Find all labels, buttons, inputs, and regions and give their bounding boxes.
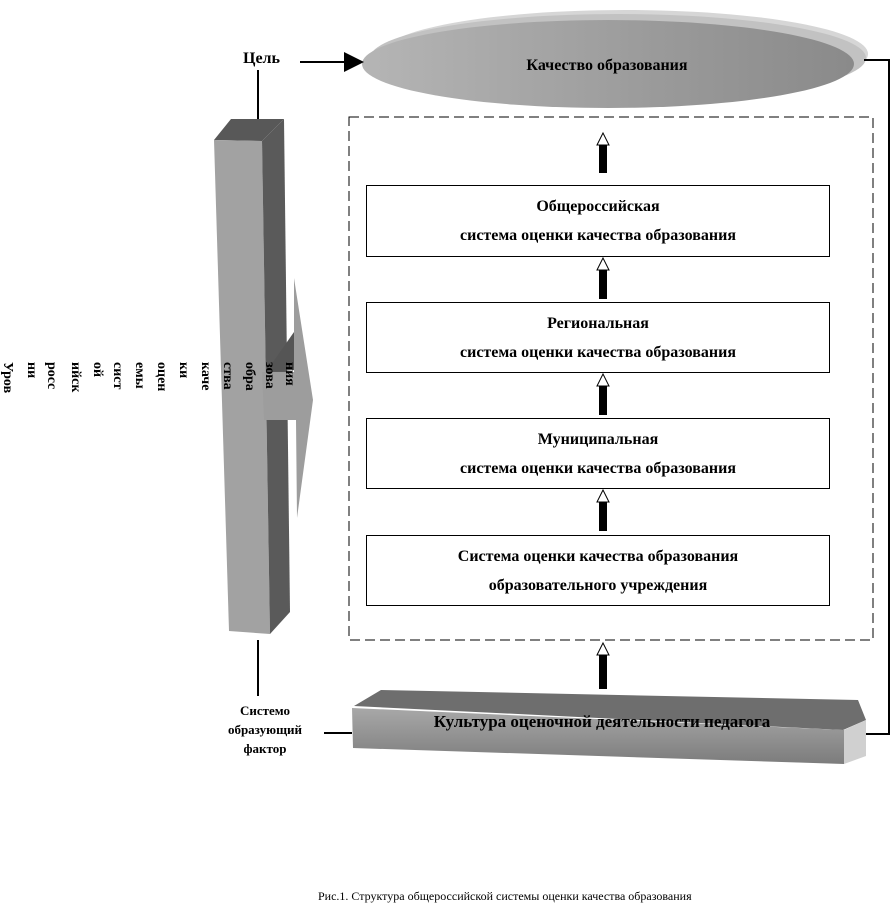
level-title: Муниципальная (537, 430, 659, 448)
figure-caption: Рис.1. Структура общероссийской системы … (318, 889, 692, 903)
feedback-loop-line (864, 59, 890, 735)
levels-frame (348, 116, 874, 641)
level-box-regional: Региональная система оценки качества обр… (366, 302, 830, 373)
level-box-federal: Общероссийская система оценки качества о… (366, 185, 830, 257)
culture-label: Культура оценочной деятельности педагога (433, 712, 771, 731)
up-arrow (596, 131, 610, 173)
level-subtitle: система оценки качества образования (460, 227, 736, 244)
upward-arrows (596, 131, 610, 689)
level-box-institution: Система оценки качества образования обра… (366, 535, 830, 606)
level-title: Региональная (547, 314, 649, 332)
goal-label: Цель (243, 50, 280, 67)
level-title: Общероссийская (536, 198, 660, 215)
level-title: Система оценки качества образования (457, 547, 739, 565)
level-subtitle: образовательного учреждения (488, 576, 708, 594)
quality-ellipse (362, 10, 868, 108)
culture-bar (352, 690, 866, 764)
up-arrow (596, 372, 610, 415)
system-factor-label: Системо образующий фактор (227, 703, 303, 756)
up-arrow (596, 488, 610, 531)
level-subtitle: система оценки качества образования (460, 343, 736, 361)
quality-label: Качество образования (526, 57, 688, 74)
up-arrow (596, 256, 610, 299)
level-subtitle: система оценки качества образования (460, 459, 736, 477)
levels-right-arrow (262, 278, 313, 518)
up-arrow (596, 641, 610, 689)
level-box-municipal: Муниципальная система оценки качества об… (366, 418, 830, 489)
